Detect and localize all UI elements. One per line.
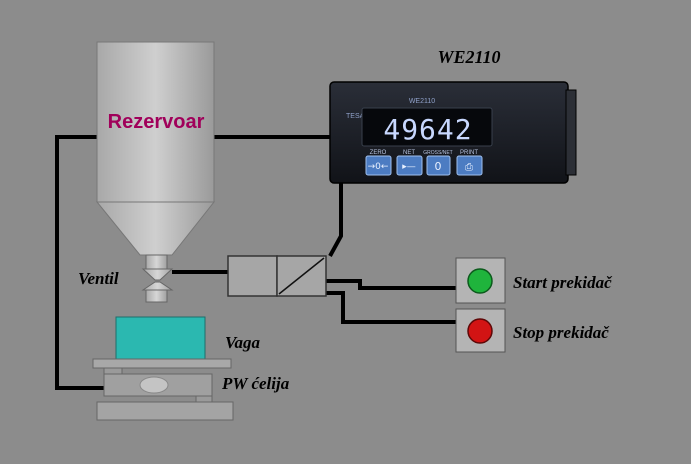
- scale-leg-right: [195, 395, 213, 403]
- valve-body-bottom: [141, 281, 174, 291]
- wire-relay-to-stop: [326, 291, 456, 324]
- scale-base: [96, 401, 234, 421]
- key-net-caption: NET: [403, 150, 415, 156]
- relay-diagonal: [278, 257, 325, 295]
- key-zero-caption: ZERO: [370, 150, 387, 156]
- valve-bottom: [145, 289, 168, 303]
- valve: Ventil: [78, 254, 174, 303]
- device-title: WE2110: [437, 47, 500, 67]
- scale: Vaga PW ćelija: [92, 316, 290, 421]
- wire-relay-to-start: [326, 279, 456, 290]
- key-gross-symbol: 0: [435, 160, 442, 173]
- key-gross-caption: GROSS/NET: [423, 150, 452, 156]
- wiring: [55, 135, 456, 390]
- key-zero-symbol: →0←: [368, 162, 389, 172]
- device-brand: TESA: [346, 113, 365, 120]
- key-net-symbol: ▸—: [402, 162, 416, 172]
- display-value: 49642: [383, 113, 472, 146]
- key-gross[interactable]: [426, 155, 451, 176]
- key-print-caption: PRINT: [460, 150, 478, 156]
- device-key-net[interactable]: NET ▸—: [396, 150, 423, 176]
- valve-top: [145, 254, 168, 270]
- key-net[interactable]: [396, 155, 423, 176]
- scale-label: Vaga: [225, 333, 260, 352]
- stop-switch[interactable]: Stop prekidač: [455, 308, 610, 353]
- stop-button[interactable]: [467, 318, 493, 344]
- valve-body-top: [141, 268, 174, 281]
- wire-hopper-to-cell: [55, 135, 104, 390]
- device-key-zero[interactable]: ZERO →0←: [365, 150, 392, 176]
- start-label: Start prekidač: [513, 273, 613, 292]
- hopper-cone: [95, 201, 216, 256]
- start-button[interactable]: [467, 268, 493, 294]
- device-key-print[interactable]: PRINT ⎙: [456, 150, 483, 176]
- key-zero[interactable]: [365, 155, 392, 176]
- scale-load: [115, 316, 206, 360]
- scale-leg-left: [103, 367, 123, 375]
- start-switch[interactable]: Start prekidač: [455, 257, 613, 304]
- device-side: [565, 89, 577, 176]
- device-model-small: WE2110: [409, 98, 435, 105]
- hopper: Rezervoar: [95, 41, 216, 256]
- cell-label: PW ćelija: [221, 374, 290, 393]
- load-cell-mark: [139, 376, 169, 394]
- wire-device-to-relay: [328, 183, 343, 257]
- key-print-symbol: ⎙: [465, 162, 473, 173]
- key-print[interactable]: [456, 155, 483, 176]
- valve-label: Ventil: [78, 269, 119, 288]
- weighing-indicator: WE2110 TESA WE2110 49642 ZERO →0← NET ▸—…: [329, 47, 577, 184]
- relay-left: [227, 255, 278, 297]
- stop-label: Stop prekidač: [513, 323, 610, 342]
- scale-pan: [92, 358, 232, 369]
- display-window: [361, 107, 493, 147]
- device-key-gross[interactable]: GROSS/NET 0: [423, 150, 453, 176]
- hopper-label: Rezervoar: [108, 111, 205, 133]
- relay-box: [227, 255, 327, 297]
